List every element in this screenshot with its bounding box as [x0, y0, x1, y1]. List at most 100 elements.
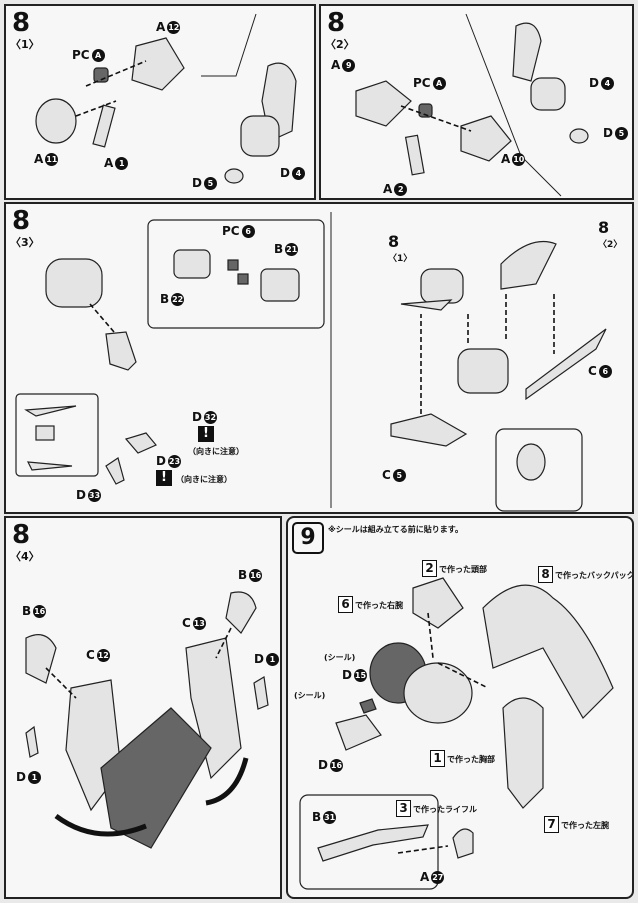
part-left-arm: [502, 697, 544, 809]
legend-item-1: [24, 405, 77, 417]
step-sub-label: 〈3〉: [10, 236, 40, 249]
part-d5: [569, 128, 589, 144]
part-d1-right: [253, 676, 269, 710]
part-forearm: [105, 331, 137, 371]
ref-step-8-2: 8〈2〉: [598, 218, 623, 250]
warning-icon: !: [156, 470, 172, 486]
step-number: 8: [12, 206, 31, 236]
part-d16: [335, 714, 382, 751]
step-sub-label: 〈1〉: [10, 38, 40, 51]
part-pc6b: [237, 273, 249, 285]
part-rifle: [317, 824, 429, 862]
detail-part: [516, 443, 546, 481]
step-number: 8: [12, 520, 31, 550]
orientation-note: （向きに注意）: [188, 447, 244, 456]
part-b16-left: [25, 634, 57, 684]
part-d5: [224, 168, 244, 184]
rotate-arrow-right: [205, 757, 249, 806]
part-d33: [105, 457, 125, 485]
part-b16-right: [225, 591, 257, 634]
part-d4: [530, 77, 566, 111]
parts-diagram: [355, 13, 589, 197]
seal-instruction: ※シールは組み立てる前に貼ります。: [328, 525, 463, 534]
part-ref1-shoulder: [420, 268, 464, 304]
part-a10: [460, 115, 512, 162]
part-d1-left: [25, 725, 39, 758]
part-a2: [404, 134, 425, 176]
legend-item-2: [35, 425, 55, 441]
part-chest: [403, 662, 473, 724]
part-backpack: [482, 584, 614, 719]
parts-diagram: [15, 212, 607, 512]
orientation-note: （向きに注意）: [176, 475, 232, 484]
part-head: [412, 577, 464, 629]
step-number: 9: [292, 522, 324, 554]
part-a1: [92, 104, 116, 148]
assembly-diagram: [299, 577, 614, 890]
part-a9: [355, 80, 412, 127]
step-sub-label: 〈2〉: [325, 38, 355, 51]
legend-item-3: [26, 461, 73, 471]
part-a27-hand: [452, 828, 474, 859]
part-b21: [260, 268, 300, 302]
part-ref2-backpack: [500, 240, 557, 290]
step-sub-label: 〈4〉: [10, 550, 40, 563]
step-number: 8: [327, 8, 346, 38]
part-joint: [457, 348, 509, 394]
ref-step-8-1: 8〈1〉: [388, 232, 413, 264]
part-shoulder: [45, 258, 103, 308]
part-pca: [418, 103, 433, 118]
part-backpack-core: [100, 707, 212, 849]
seal-label-2: (シール): [294, 691, 326, 700]
part-d15: [359, 698, 377, 714]
part-c6: [525, 328, 607, 401]
step-number: 8: [12, 8, 31, 38]
part-a12: [131, 37, 185, 91]
part-d4-upper: [512, 22, 542, 82]
part-a11: [35, 98, 77, 144]
part-ref1-plate: [400, 299, 453, 311]
rotate-arrow-left: [54, 813, 147, 837]
part-c13: [185, 637, 242, 780]
part-b22: [173, 249, 211, 279]
part-pc6a: [227, 259, 239, 271]
part-d23: [124, 432, 157, 454]
part-c5: [390, 413, 468, 447]
